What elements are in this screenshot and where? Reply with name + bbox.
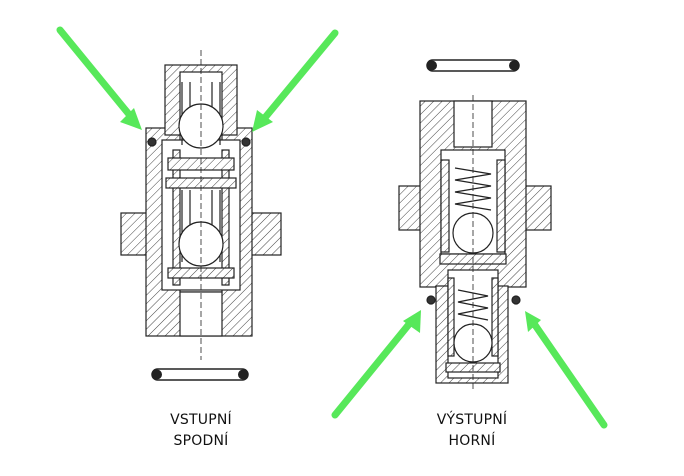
outlet-valve-section-icon: [398, 95, 552, 392]
inlet-caption-line2: SPODNÍ: [173, 433, 229, 449]
pointer-arrow-icon: [331, 310, 421, 419]
inlet-valve-caption: VSTUPNÍ SPODNÍ: [131, 410, 271, 452]
o-ring-icon: [426, 59, 520, 72]
pointer-arrow-icon: [252, 29, 339, 132]
outlet-caption-line2: HORNÍ: [448, 433, 496, 449]
inlet-caption-line1: VSTUPNÍ: [170, 412, 232, 428]
pointer-arrow-icon: [525, 311, 608, 429]
o-ring-icon: [151, 368, 249, 381]
outlet-caption-line1: VÝSTUPNÍ: [436, 412, 508, 428]
inlet-valve-section-icon: [120, 50, 282, 360]
outlet-valve-caption: VÝSTUPNÍ HORNÍ: [402, 410, 542, 452]
pointer-arrow-icon: [56, 26, 142, 130]
